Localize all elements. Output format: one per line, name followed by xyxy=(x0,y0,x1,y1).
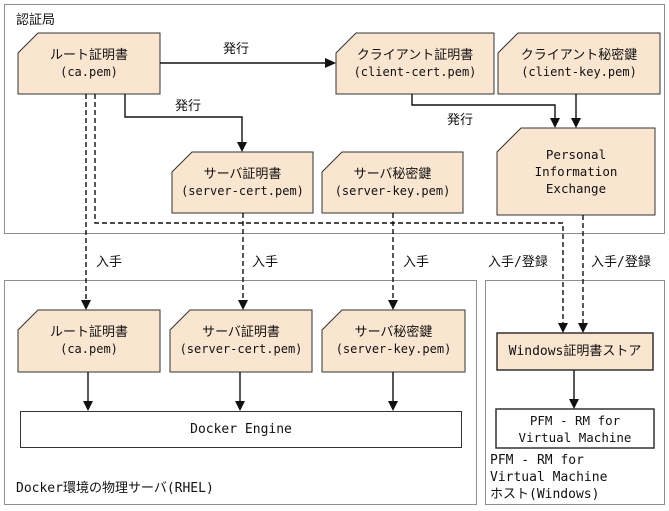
server-key-ca-title: サーバ秘密鍵 xyxy=(353,166,432,182)
edge-label-obtain-register-2: 入手/登録 xyxy=(591,255,651,270)
root-cert-ca-title: ルート証明書 xyxy=(49,47,128,63)
edge-label-obtain-register-1: 入手/登録 xyxy=(488,255,548,270)
root-cert-docker-node: ルート証明書 (ca.pem) xyxy=(18,310,160,372)
client-cert-shape xyxy=(335,32,495,95)
server-cert-ca-title: サーバ証明書 xyxy=(203,166,282,182)
windows-section-label-line3: ホスト(Windows) xyxy=(490,487,600,502)
windows-cert-store-node: Windows証明書ストア xyxy=(497,333,653,370)
pie-line2: Information xyxy=(534,164,618,179)
root-cert-docker-file: (ca.pem) xyxy=(60,342,118,356)
client-key-node: クライアント秘密鍵 (client-key.pem) xyxy=(498,33,660,94)
server-cert-docker-file: (server-cert.pem) xyxy=(179,342,303,356)
docker-section-label: Docker環境の物理サーバ(RHEL) xyxy=(16,481,214,496)
pfm-rm-shape xyxy=(495,408,655,449)
client-cert-title: クライアント証明書 xyxy=(356,47,474,63)
pie-line1: Personal xyxy=(545,147,607,162)
arrow-root-to-servercert xyxy=(124,94,243,144)
server-cert-docker-shape xyxy=(169,309,313,373)
edge-label-issue-2: 発行 xyxy=(174,99,201,114)
edge-label-obtain-1: 入手 xyxy=(96,255,123,270)
pfm-rm-line2: Virtual Machine xyxy=(518,429,632,445)
windows-section-label: PFM - RM for Virtual Machine ホスト(Windows… xyxy=(490,452,607,503)
windows-cert-store-label: Windows証明書ストア xyxy=(508,344,642,359)
pfm-rm-line1: PFM - RM for xyxy=(529,412,621,428)
windows-section-label-line1: PFM - RM for xyxy=(490,453,584,468)
windows-section-label-line2: Virtual Machine xyxy=(490,470,608,485)
windows-section-frame xyxy=(485,280,665,505)
server-cert-ca-file: (server-cert.pem) xyxy=(181,183,304,198)
server-key-ca-node: サーバ秘密鍵 (server-key.pem) xyxy=(322,152,463,213)
server-cert-ca-node: サーバ証明書 (server-cert.pem) xyxy=(172,152,313,213)
windows-cert-store-shape xyxy=(496,332,654,371)
personal-information-exchange-node: Personal Information Exchange xyxy=(497,128,655,215)
ca-section-frame xyxy=(4,4,665,234)
docker-section-frame xyxy=(4,280,477,505)
server-key-docker-title: サーバ秘密鍵 xyxy=(354,325,433,340)
server-key-docker-node: サーバ秘密鍵 (server-key.pem) xyxy=(322,310,465,372)
pie-line3: Exchange xyxy=(545,181,607,196)
arrowheads xyxy=(81,58,588,411)
root-cert-docker-title: ルート証明書 xyxy=(49,325,128,340)
docker-engine-shape xyxy=(20,411,462,448)
server-cert-docker-title: サーバ証明書 xyxy=(202,325,280,340)
client-cert-file: (client-cert.pem) xyxy=(353,64,477,79)
dashed-arrows xyxy=(85,94,584,324)
server-key-docker-file: (server-key.pem) xyxy=(335,342,452,356)
ca-section-label: 認証局 xyxy=(16,13,56,28)
pfm-rm-node: PFM - RM for Virtual Machine xyxy=(496,409,654,448)
dashed-root-to-store xyxy=(94,94,564,324)
docker-engine-label: Docker Engine xyxy=(190,422,292,437)
edge-label-obtain-2: 入手 xyxy=(252,255,279,270)
edge-label-obtain-3: 入手 xyxy=(403,255,430,270)
edge-label-issue-1: 発行 xyxy=(222,42,249,57)
root-cert-ca-shape xyxy=(17,32,161,95)
client-key-title: クライアント秘密鍵 xyxy=(520,47,638,63)
docker-engine-node: Docker Engine xyxy=(20,411,462,448)
client-key-shape xyxy=(497,32,661,95)
client-cert-node: クライアント証明書 (client-cert.pem) xyxy=(336,33,494,94)
server-key-ca-file: (server-key.pem) xyxy=(334,183,451,198)
personal-information-exchange-shape xyxy=(496,127,656,216)
server-cert-docker-node: サーバ証明書 (server-cert.pem) xyxy=(170,310,312,372)
root-cert-ca-file: (ca.pem) xyxy=(60,64,118,79)
client-key-file: (client-key.pem) xyxy=(521,64,637,79)
root-cert-ca-node: ルート証明書 (ca.pem) xyxy=(18,33,160,94)
solid-arrows xyxy=(87,62,577,403)
edge-label-issue-3: 発行 xyxy=(446,113,473,128)
root-cert-docker-shape xyxy=(17,309,161,373)
arrow-clientcert-to-pie xyxy=(411,94,556,120)
